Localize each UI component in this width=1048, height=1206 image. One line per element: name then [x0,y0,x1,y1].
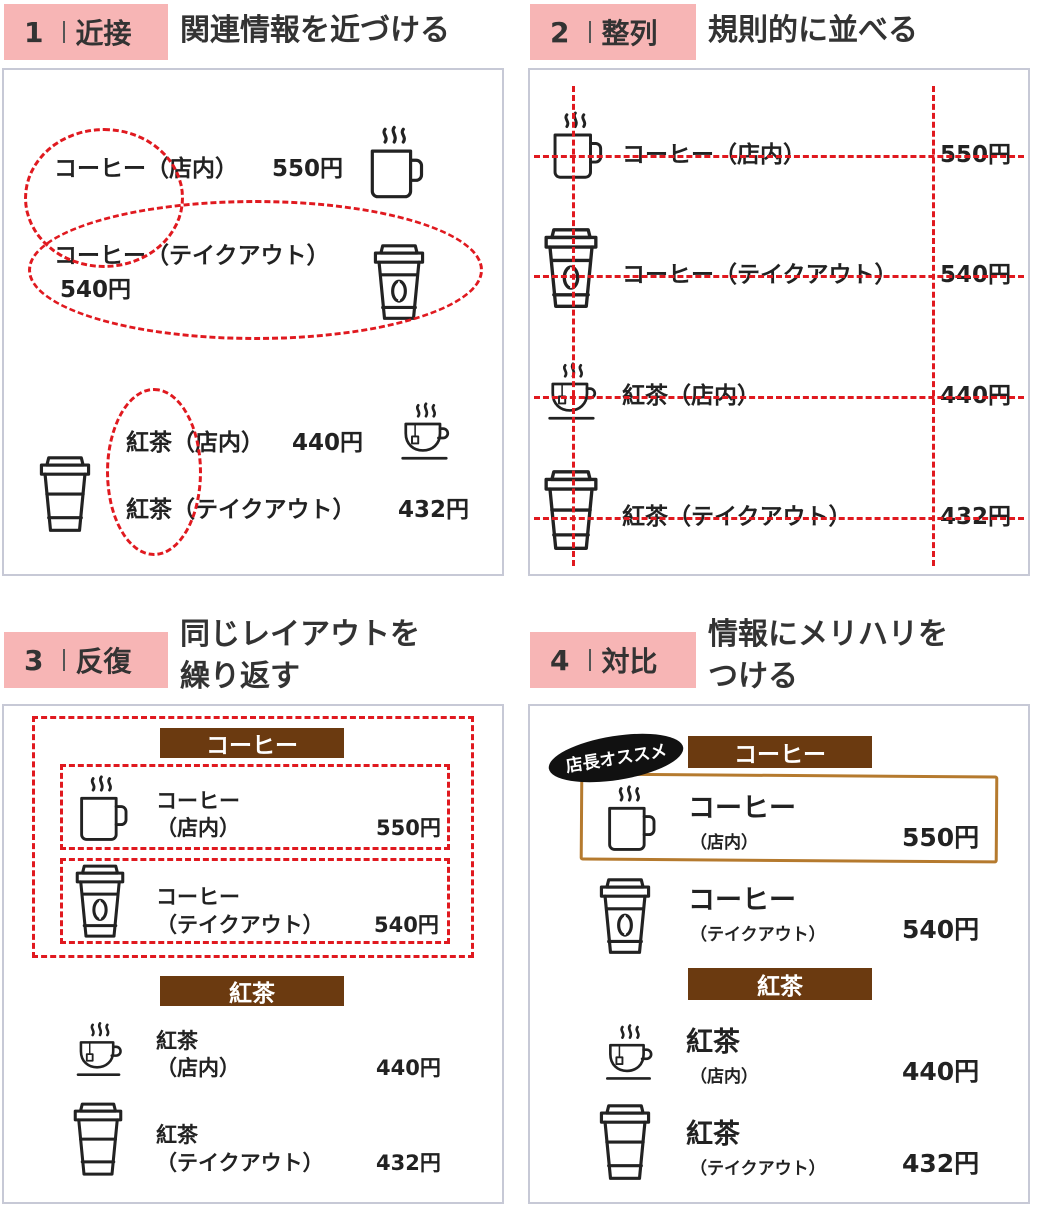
principle-1-tag: 1 近接 [4,4,168,60]
item-label: コーヒー [156,885,240,909]
divider [589,649,592,671]
repetition-group [32,716,474,958]
alignment-guide [932,86,935,566]
item-variant: （店内） [690,833,758,853]
proximity-circle [106,388,202,556]
alignment-guide [534,275,1024,278]
item-label: 紅茶 [686,1119,740,1150]
hot-mug-icon [602,782,660,856]
item-price: 440円 [902,1057,980,1086]
panel-alignment [528,68,1030,576]
item-variant: （店内） [156,1056,240,1080]
principle-word: 対比 [601,645,658,678]
item-variant: （テイクアウト） [156,1151,324,1175]
takeout-cup-icon [596,876,654,958]
item-price: 432円 [902,1149,980,1178]
item-variant: （テイクアウト） [690,925,826,945]
principle-2-title: 規則的に並べる [708,13,918,48]
principle-1-title: 関連情報を近づける [180,13,450,48]
alignment-guide [572,86,575,566]
principle-word: 反復 [75,645,132,678]
tea-header: 紅茶 [160,976,344,1007]
takeout-cup-icon [596,1102,654,1184]
tea-cup-icon [394,396,458,466]
principle-word: 近接 [75,17,132,50]
item-price: 550円 [272,156,344,182]
takeout-cup-icon [540,226,602,312]
principle-number: 4 [550,643,570,677]
item-price: 550円 [902,823,980,852]
principle-number: 2 [550,15,570,49]
item-price: 432円 [376,1151,441,1175]
alignment-guide [534,517,1024,520]
divider [589,21,592,43]
principle-3-title: 同じレイアウトを [180,617,420,652]
principle-number: 1 [24,15,44,49]
item-label: コーヒー [688,885,796,916]
item-label: コーヒー [156,789,240,813]
tea-cup-icon [600,1018,660,1086]
item-price: 440円 [292,430,364,456]
takeout-cup-icon [36,452,94,538]
item-price: 550円 [376,816,441,840]
item-price: 540円 [374,913,439,937]
repetition-row [60,764,450,850]
takeout-cup-icon [540,468,602,554]
item-label: 紅茶 [156,1123,198,1147]
principle-word: 整列 [601,17,658,50]
hot-mug-icon [546,108,608,184]
proximity-circle [28,200,483,340]
item-price: 540円 [902,915,980,944]
alignment-guide [534,155,1024,158]
principle-3-tag: 3 反復 [4,632,168,688]
item-variant: （店内） [156,816,240,840]
takeout-cup-icon [70,1100,126,1180]
repetition-row [60,858,450,944]
item-price: 432円 [398,497,470,523]
coffee-header: コーヒー [160,728,344,759]
item-variant: （店内） [690,1067,758,1087]
principle-4-tag: 4 対比 [530,632,696,688]
coffee-header: コーヒー [688,736,872,768]
principle-2-tag: 2 整列 [530,4,696,60]
divider [63,21,66,43]
item-price: 440円 [376,1056,441,1080]
principle-number: 3 [24,643,44,677]
item-label: 紅茶 [156,1029,198,1053]
divider [63,649,66,671]
principle-3-title: 繰り返す [180,659,300,694]
item-label: コーヒー [688,793,796,824]
tea-header: 紅茶 [688,968,872,1000]
item-label: 紅茶 [686,1027,740,1058]
takeout-cup-icon [72,862,128,942]
item-variant: （テイクアウト） [690,1159,826,1179]
hot-mug-icon [74,772,132,846]
alignment-guide [534,396,1024,399]
item-variant: （テイクアウト） [156,913,324,937]
principle-4-title: つける [708,659,798,694]
principle-4-title: 情報にメリハリを [708,617,948,652]
tea-cup-icon [70,1016,130,1082]
hot-mug-icon [364,122,428,204]
